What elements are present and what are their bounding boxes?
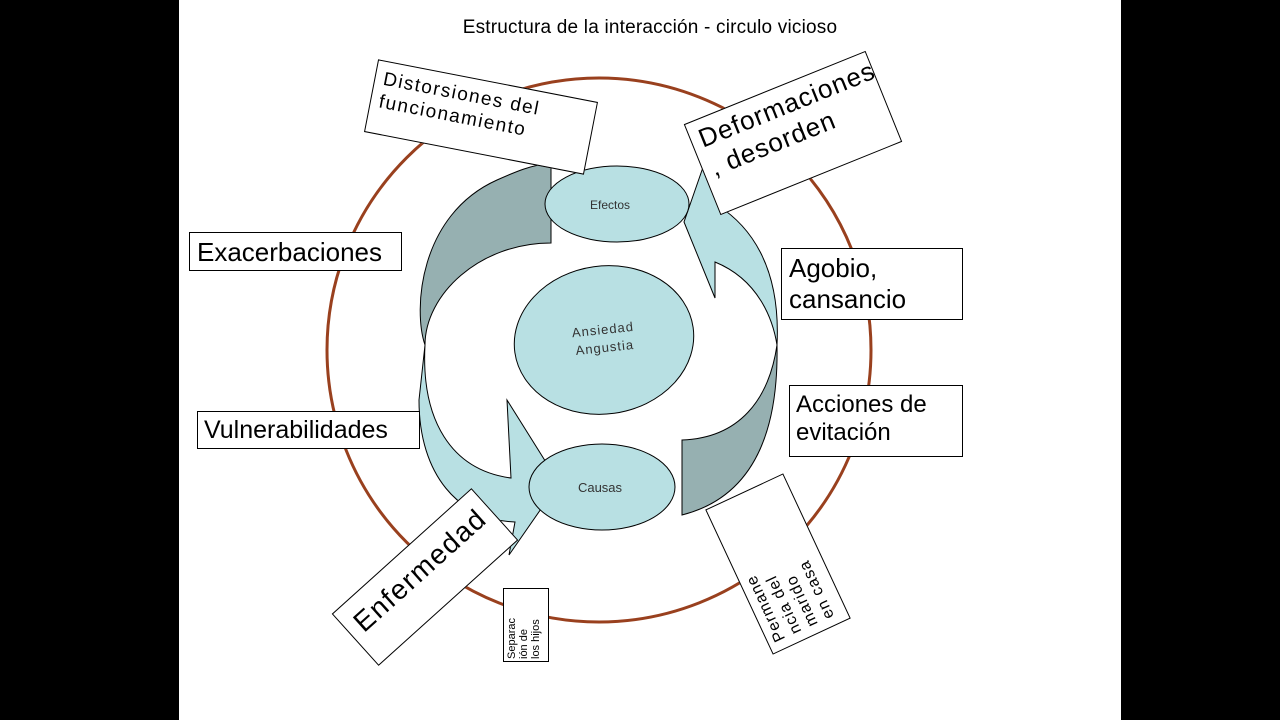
causas-label: Causas — [578, 480, 623, 495]
acciones-text: Acciones de evitación — [796, 391, 927, 446]
vulnerabilidades-text: Vulnerabilidades — [204, 416, 388, 444]
vulnerabilidades-box: Vulnerabilidades — [197, 411, 420, 449]
center-ellipse — [513, 265, 695, 415]
arrow-left-upper — [419, 162, 552, 346]
separacion-text: Separac ión de los hijos — [506, 618, 542, 659]
exacerbaciones-box: Exacerbaciones — [189, 232, 402, 271]
efectos-ellipse — [544, 165, 690, 243]
center-label-line2: Angustia — [575, 337, 635, 358]
causas-ellipse — [528, 443, 676, 531]
acciones-box: Acciones de evitación — [789, 385, 963, 457]
exacerbaciones-text: Exacerbaciones — [197, 237, 382, 267]
arrow-right-lower — [681, 344, 778, 516]
diagram-canvas: Efectos Ansiedad Angustia Causas — [325, 76, 873, 624]
slide: Estructura de la interacción - circulo v… — [179, 0, 1121, 720]
separacion-box: Separac ión de los hijos — [503, 588, 549, 662]
efectos-label: Efectos — [590, 198, 630, 212]
slide-title: Estructura de la interacción - circulo v… — [462, 17, 838, 38]
arrow-left-lower — [418, 344, 560, 556]
agobio-box: Agobio, cansancio — [781, 248, 963, 320]
agobio-text: Agobio, cansancio — [789, 253, 907, 314]
outer-circle — [325, 76, 873, 624]
center-label-line1: Ansiedad — [571, 319, 634, 340]
